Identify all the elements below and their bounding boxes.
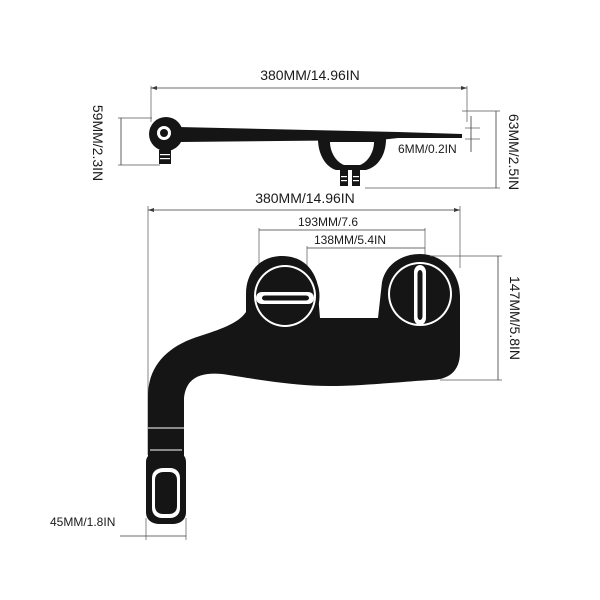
knob-spacing-label: 138MM/5.4IN bbox=[314, 233, 386, 247]
water-fitting-right bbox=[352, 170, 360, 186]
top-view: 380MM/14.96IN 59MM/2.3IN 6MM/0.2IN bbox=[90, 67, 522, 190]
inlet-fitting bbox=[159, 150, 171, 164]
front-view: 380MM/14.96IN 193MM/7.6 138MM/5.4IN bbox=[50, 190, 523, 540]
right-height-label: 63MM/2.5IN bbox=[506, 114, 522, 190]
thread-line bbox=[341, 176, 347, 178]
knob-span-label: 193MM/7.6 bbox=[298, 215, 358, 229]
bidet-body bbox=[148, 254, 460, 462]
water-fitting-left bbox=[340, 170, 348, 186]
nozzle-tip-icon bbox=[155, 472, 177, 514]
front-width-label: 380MM/14.96IN bbox=[255, 190, 355, 206]
thread-line bbox=[160, 158, 170, 160]
right-knob-handle-inner bbox=[417, 270, 423, 320]
thread-line bbox=[353, 176, 359, 178]
bolt-icon bbox=[160, 129, 168, 137]
thickness-label: 6MM/0.2IN bbox=[398, 142, 457, 156]
nozzle-label: 45MM/1.8IN bbox=[50, 515, 115, 529]
thread-line bbox=[160, 154, 170, 156]
left-knob-handle-inner bbox=[262, 295, 309, 301]
arrow-icon bbox=[461, 86, 467, 90]
left-height-label: 59MM/2.3IN bbox=[90, 105, 106, 181]
valve-housing-inner bbox=[330, 142, 374, 165]
height-label: 147MM/5.8IN bbox=[507, 276, 523, 360]
arrow-icon bbox=[454, 208, 460, 212]
arrow-icon bbox=[148, 208, 154, 212]
arrow-icon bbox=[151, 86, 157, 90]
thread-line bbox=[353, 180, 359, 182]
top-width-label: 380MM/14.96IN bbox=[260, 67, 360, 83]
thread-line bbox=[341, 180, 347, 182]
mounting-plate-side bbox=[178, 127, 462, 142]
